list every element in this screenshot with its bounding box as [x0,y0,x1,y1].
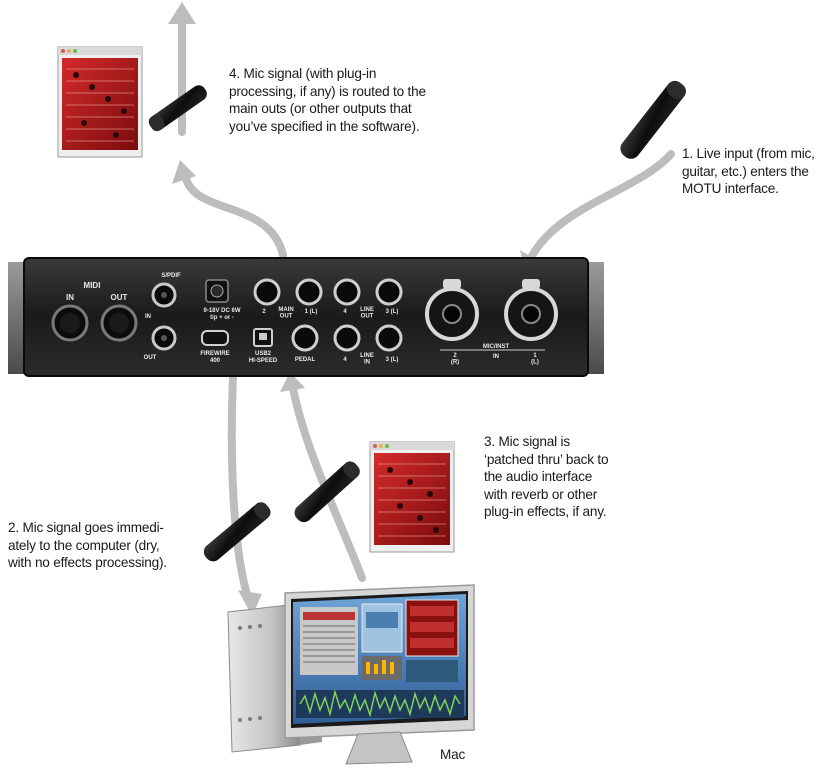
microphone-input [620,80,686,159]
label-spdif-out: OUT [144,355,157,361]
arrow-main-out-to-software [182,174,287,259]
annotation-step-4: 4. Mic signal (with plug-in processing, … [229,66,426,134]
label-line-in-3: 3 (L) [386,357,399,363]
mac-computer [227,584,475,765]
label-mic-inst: MIC/INST [483,344,510,350]
label-mac: Mac [440,747,466,762]
label-midi: MIDI [84,281,101,290]
spdif-ports: S/PDIF IN OUT [144,273,181,361]
arrow-interface-to-computer [227,374,252,602]
arrowhead-computer [238,590,262,616]
annotation-step-2: 2. Mic signal goes immedi- ately to the … [8,520,167,570]
motu-interface: MIDI IN OUT S/PDIF IN OUT 9-18V DC 6W ti… [8,257,604,377]
label-midi-out: OUT [111,293,128,302]
label-firewire-sub: 400 [210,358,221,364]
label-mic-in: IN [493,354,499,360]
label-power: 9-18V DC 6W [203,308,240,314]
annotation-step-1: 1. Live input (from mic, guitar, etc.) e… [682,146,815,196]
mac-monitor [284,584,475,765]
label-spdif-in: IN [145,314,151,320]
usb-port: USB2 HI-SPEED [249,328,278,364]
label-midi-in: IN [66,293,74,302]
label-mic-1: 1(L) [531,353,539,365]
label-line-out-4: 4 [343,309,347,315]
label-firewire: FIREWIRE [200,351,229,357]
plugin-window-middle [369,441,455,553]
label-mic-2: 2(R) [451,353,459,365]
arrowhead-interface [280,372,305,392]
arrowhead-software [172,160,196,184]
arrow-input-to-interface [528,150,675,260]
label-pedal: PEDAL [295,357,316,363]
label-main-out-1: 1 (L) [305,309,318,315]
xlr-combo-inputs: MIC/INST IN 2(R) 1(L) [425,279,558,365]
label-usb: USB2 [255,351,272,357]
label-main-out-2: 2 [262,309,266,315]
power-jack: 9-18V DC 6W tip + or - [203,279,241,321]
label-line-out-3: 3 (L) [386,309,399,315]
arrowhead-top [168,2,196,24]
label-line-in-4: 4 [343,357,347,363]
label-power-sub: tip + or - [210,315,234,321]
microphone-dry [203,502,271,562]
annotation-step-3: 3. Mic signal is ‘patched thru’ back to … [484,434,609,519]
quarter-inch-jacks-top [253,278,403,306]
midi-ports: MIDI IN OUT [51,281,138,342]
quarter-inch-jacks-bottom [291,324,403,352]
firewire-port: FIREWIRE 400 [200,330,230,364]
plugin-window-top [57,46,143,158]
microphone-patched [294,461,360,523]
label-spdif: S/PDIF [161,273,181,279]
microphone-top [148,85,207,132]
label-usb-sub: HI-SPEED [249,358,278,364]
